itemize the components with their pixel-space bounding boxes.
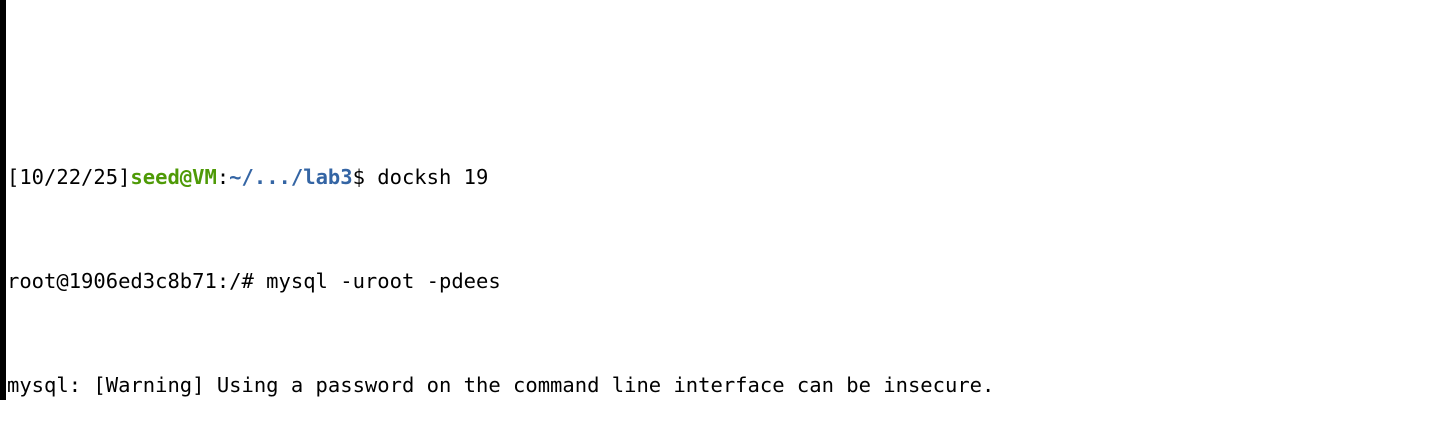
prompt-command-docksh: $ docksh 19: [352, 165, 489, 189]
prompt-user-host: seed@VM: [130, 165, 217, 189]
terminal-line-mysql-warning: mysql: [Warning] Using a password on the…: [7, 373, 995, 397]
prompt-date: [10/22/25]: [7, 165, 131, 189]
prompt-colon: :: [216, 165, 230, 189]
terminal-left-gutter-bar: [0, 0, 6, 400]
terminal-line-root-prompt: root@1906ed3c8b71:/# mysql -uroot -pdees: [7, 269, 501, 293]
terminal-line-clipped-top: [7, 60, 1433, 86]
prompt-path: ~/.../lab3: [229, 165, 353, 189]
terminal-line-shell-prompt: [10/22/25]seed@VM:~/.../lab3$ docksh 19: [7, 164, 1433, 190]
